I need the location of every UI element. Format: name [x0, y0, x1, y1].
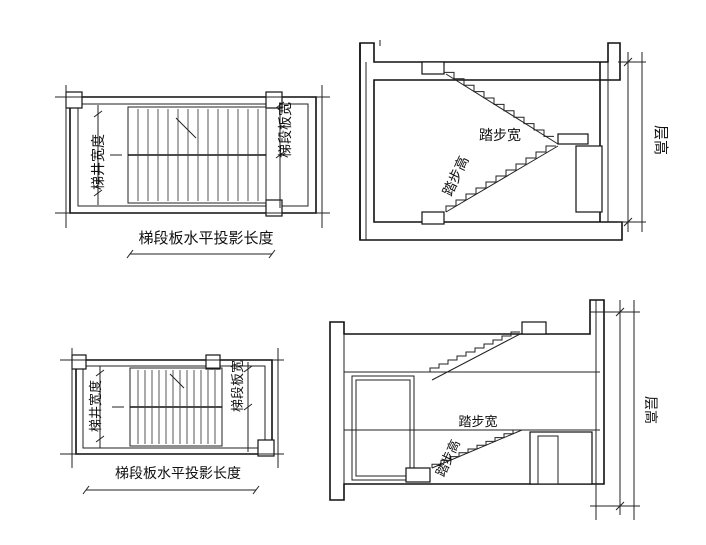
section-view-1: 踏步宽 踏步高 层高 — [359, 40, 670, 241]
plan-2-walls — [60, 348, 284, 468]
plan-1-horizontal-projection-label: 梯段板水平投影长度 — [138, 229, 273, 247]
plan-view-1: 梯井宽度 梯段板宽 梯段板水平投影长度 — [55, 85, 330, 259]
section-2-step-width-label: 踏步宽 — [458, 414, 497, 430]
section-1-step-height-label: 踏步高 — [439, 153, 472, 198]
plan-1-dimensions — [93, 101, 285, 259]
plan-2-dimensions — [82, 362, 260, 495]
plan-2-well-width-label: 梯井宽度 — [88, 380, 104, 432]
section-1-floor-height-label: 层高 — [652, 125, 670, 155]
plan-2-horizontal-projection-label: 梯段板水平投影长度 — [115, 466, 241, 482]
section-1-step-width-label: 踏步宽 — [479, 127, 521, 144]
plan-2-treads — [129, 367, 223, 447]
plan-1-walls — [55, 85, 330, 228]
section-1-structure — [359, 40, 646, 241]
plan-view-2: 梯井宽度 梯段板宽 梯段板水平投影长度 — [60, 348, 284, 495]
plan-2-flight-width-label: 梯段板宽 — [230, 360, 246, 412]
plan-1-flight-width-label: 梯段板宽 — [277, 102, 294, 158]
plan-1-treads — [127, 106, 267, 204]
section-2-floor-height-label: 层高 — [642, 396, 659, 424]
section-2-step-height-label: 踏步高 — [433, 437, 464, 479]
section-2-structure — [329, 299, 640, 520]
section-view-2: 踏步宽 踏步高 层高 — [329, 299, 659, 520]
plan-1-well-width-label: 梯井宽度 — [90, 134, 107, 190]
